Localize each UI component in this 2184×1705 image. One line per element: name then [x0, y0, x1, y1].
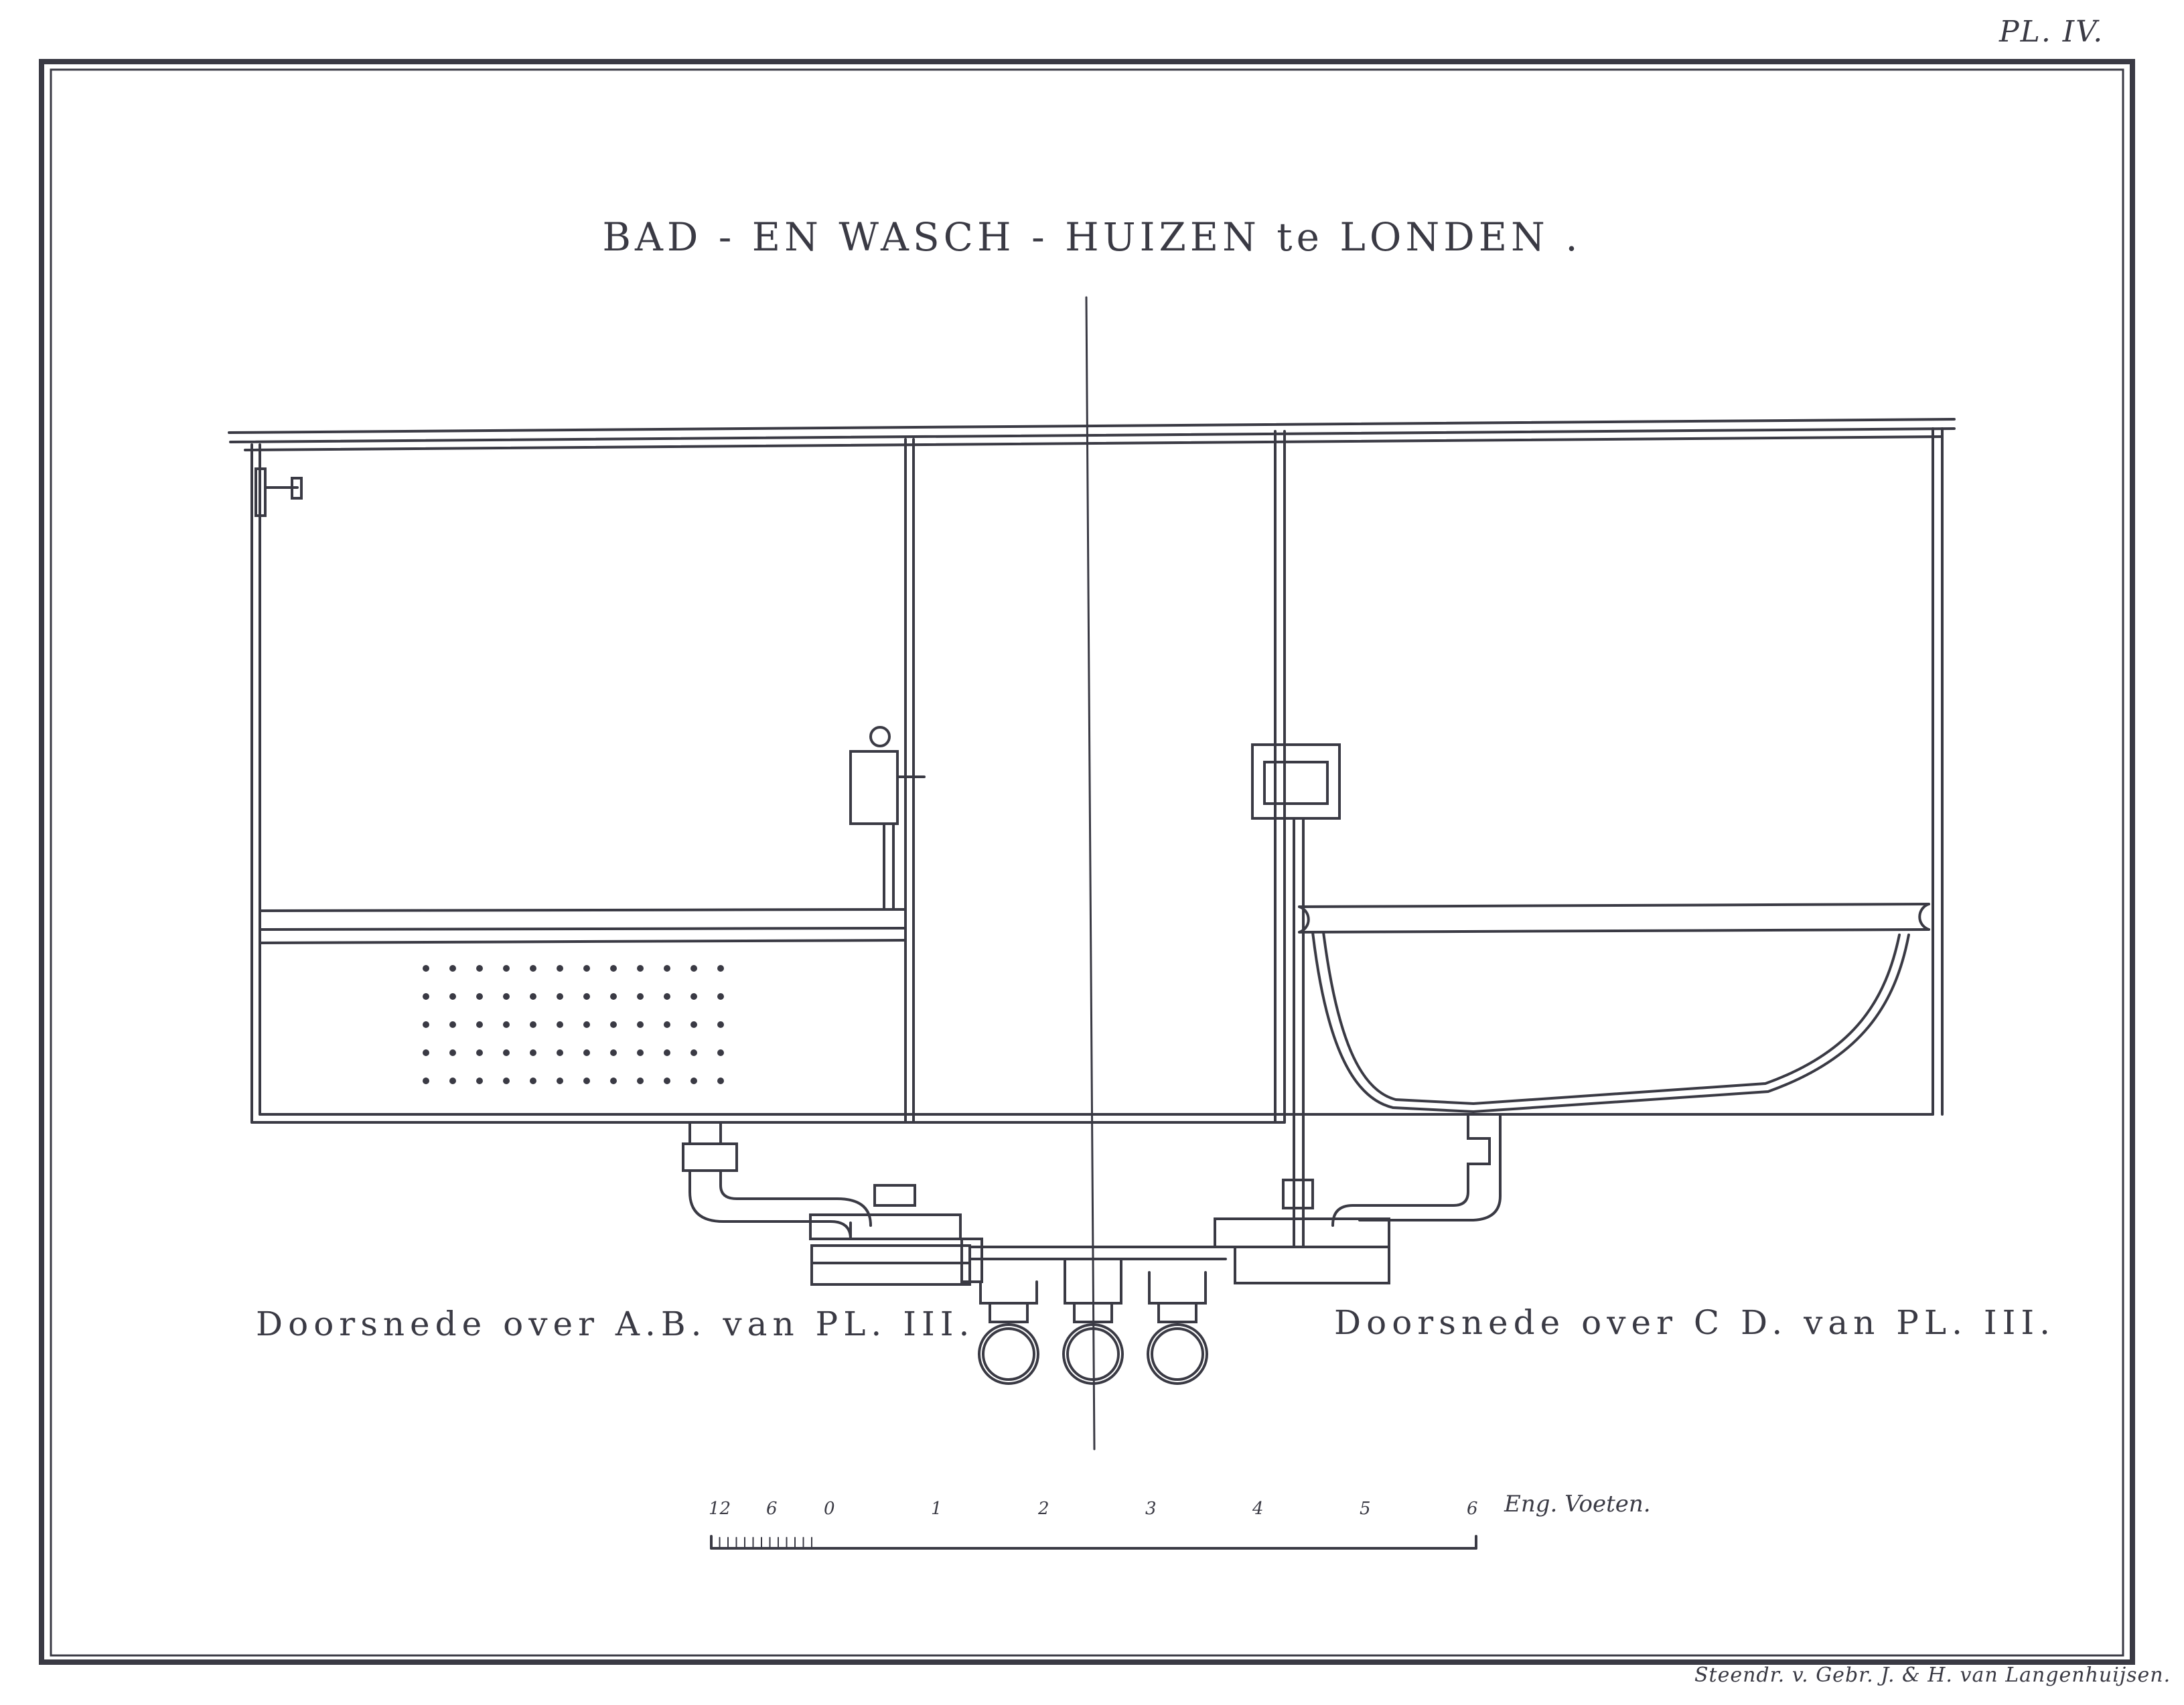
- perforation-dot: [583, 993, 590, 1000]
- perforation-dot: [449, 1049, 456, 1056]
- perforation-dot: [476, 965, 483, 972]
- perforation-dot: [423, 1078, 429, 1084]
- perforation-dot: [610, 1049, 617, 1056]
- printer-credit: Steendr. v. Gebr. J. & H. van Langenhuij…: [1694, 1663, 2171, 1687]
- roof-beam: [228, 418, 1956, 451]
- perforation-dot: [717, 1049, 724, 1056]
- perforation-dot: [583, 1049, 590, 1056]
- perforation-dot: [503, 993, 510, 1000]
- perforation-dot: [449, 965, 456, 972]
- perforation-dot: [664, 1049, 670, 1056]
- perforation-dot: [503, 1078, 510, 1084]
- perforation-dot: [557, 1049, 563, 1056]
- scale-bar: [710, 1535, 1477, 1550]
- perforation-dot: [690, 1049, 697, 1056]
- perforation-dot: [583, 1078, 590, 1084]
- plate-number: PL. IV.: [1999, 15, 2104, 49]
- perforation-dot: [423, 1049, 429, 1056]
- perforation-dot: [664, 993, 670, 1000]
- perforation-dot: [476, 1021, 483, 1028]
- perforation-dot: [664, 1078, 670, 1084]
- perforation-dot: [717, 965, 724, 972]
- perforation-dot: [476, 993, 483, 1000]
- outer-border: [39, 59, 2135, 1665]
- left-cubicle-section: [250, 438, 1286, 1124]
- scale-tick-label: 4: [1252, 1499, 1264, 1519]
- perforation-dot: [449, 993, 456, 1000]
- plate-title: BAD - EN WASCH - HUIZEN te LONDEN .: [602, 214, 1582, 260]
- perforation-dot: [664, 965, 670, 972]
- perforation-dot: [690, 1078, 697, 1084]
- scale-unit-label: Eng. Voeten.: [1504, 1491, 1651, 1517]
- perforation-dot: [717, 1078, 724, 1084]
- perforation-dot: [476, 1049, 483, 1056]
- perforation-dot: [637, 993, 644, 1000]
- perforation-dot: [637, 965, 644, 972]
- section-caption-ab: Doorsnede over A.B. van PL. III.: [256, 1305, 975, 1343]
- perforation-dot: [557, 1078, 563, 1084]
- perforation-dot: [503, 1049, 510, 1056]
- perforation-dot: [530, 1078, 536, 1084]
- perforation-dot: [610, 965, 617, 972]
- perforation-dot: [690, 965, 697, 972]
- perforation-dot: [637, 1078, 644, 1084]
- perforation-dot: [423, 965, 429, 972]
- perforated-grating: [423, 965, 724, 1084]
- perforation-dot: [717, 993, 724, 1000]
- perforation-dot: [476, 1078, 483, 1084]
- scale-tick-label: 6: [1467, 1499, 1478, 1519]
- gauge-left-icon: [978, 1323, 1039, 1385]
- scale-tick-label: 2: [1038, 1499, 1049, 1519]
- perforation-dot: [610, 1021, 617, 1028]
- scale-tick-label: 12: [709, 1499, 731, 1519]
- perforation-dot: [557, 993, 563, 1000]
- scale-tick-label: 1: [931, 1499, 942, 1519]
- right-cubicle-section: [1251, 427, 1944, 1247]
- perforation-dot: [583, 965, 590, 972]
- perforation-dot: [583, 1021, 590, 1028]
- perforation-dot: [423, 1021, 429, 1028]
- inner-border: [50, 68, 2124, 1657]
- perforation-dot: [530, 993, 536, 1000]
- perforation-dot: [530, 1049, 536, 1056]
- centre-axis-line: [1085, 296, 1096, 1451]
- scale-tick-label: 5: [1360, 1499, 1371, 1519]
- perforation-dot: [690, 1021, 697, 1028]
- perforation-dot: [637, 1049, 644, 1056]
- perforation-dot: [503, 1021, 510, 1028]
- supply-piping: [682, 1113, 1502, 1385]
- scale-tick-label: 3: [1145, 1499, 1157, 1519]
- scale-tick-label: 0: [824, 1499, 835, 1519]
- perforation-dot: [423, 993, 429, 1000]
- perforation-dot: [530, 965, 536, 972]
- perforation-dot: [557, 1021, 563, 1028]
- perforation-dot: [717, 1021, 724, 1028]
- perforation-dot: [664, 1021, 670, 1028]
- perforation-dot: [610, 993, 617, 1000]
- perforation-dot: [610, 1078, 617, 1084]
- scale-tick-label: 6: [766, 1499, 778, 1519]
- perforation-dot: [503, 965, 510, 972]
- gauge-right-icon: [1147, 1323, 1208, 1385]
- perforation-dot: [637, 1021, 644, 1028]
- section-caption-cd: Doorsnede over C D. van PL. III.: [1334, 1303, 2056, 1342]
- perforation-dot: [530, 1021, 536, 1028]
- perforation-dot: [690, 993, 697, 1000]
- gauge-centre-icon: [1062, 1323, 1124, 1385]
- perforation-dot: [557, 965, 563, 972]
- perforation-dot: [449, 1078, 456, 1084]
- perforation-dot: [449, 1021, 456, 1028]
